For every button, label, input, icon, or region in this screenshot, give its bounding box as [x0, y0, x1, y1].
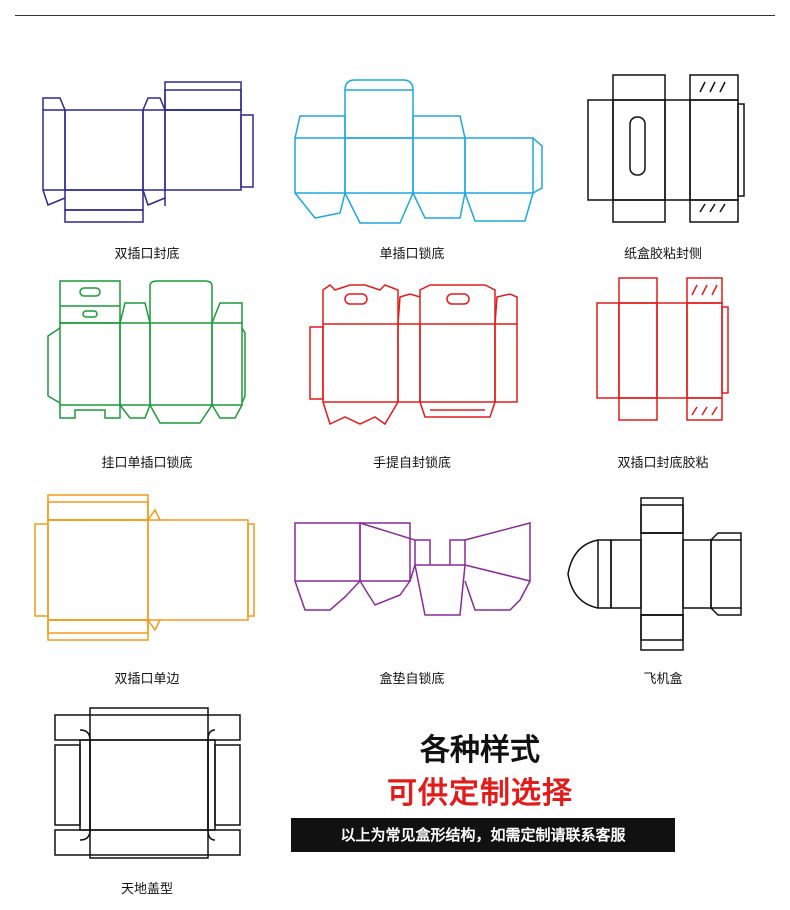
die-line-tray-self-lock [290, 515, 540, 625]
box-label-8: 盒垫自锁底 [379, 672, 445, 687]
die-line-glued-side-carton [585, 72, 745, 227]
box-label-5: 手提自封锁底 [372, 456, 451, 471]
die-line-double-tuck-single-side [30, 492, 255, 642]
die-line-lid-and-base [50, 705, 250, 865]
contact-banner: 以上为常见盒形结构，如需定制请联系客服 [291, 818, 675, 852]
die-line-double-tuck-sealed-bottom [38, 80, 258, 225]
box-label-3: 纸盒胶粘封侧 [623, 247, 702, 262]
die-line-single-tuck-lock-bottom [290, 78, 550, 228]
box-label-7: 双插口单边 [114, 672, 180, 687]
top-divider [15, 15, 775, 16]
headline-custom-options: 可供定制选择 [387, 776, 573, 811]
box-label-6: 双插口封底胶粘 [617, 456, 709, 471]
box-label-10: 天地盖型 [120, 882, 173, 897]
die-line-hang-tab-single-tuck [45, 278, 255, 428]
box-label-4: 挂口单插口锁底 [101, 456, 193, 471]
box-label-1: 双插口封底 [114, 247, 180, 262]
die-line-double-tuck-glued-bottom [592, 275, 737, 425]
die-line-mailer-box [563, 495, 748, 655]
die-line-handle-self-lock [305, 282, 535, 432]
box-label-2: 单插口锁底 [379, 247, 445, 262]
box-label-9: 飞机盒 [643, 672, 683, 687]
headline-various-styles: 各种样式 [420, 733, 540, 768]
